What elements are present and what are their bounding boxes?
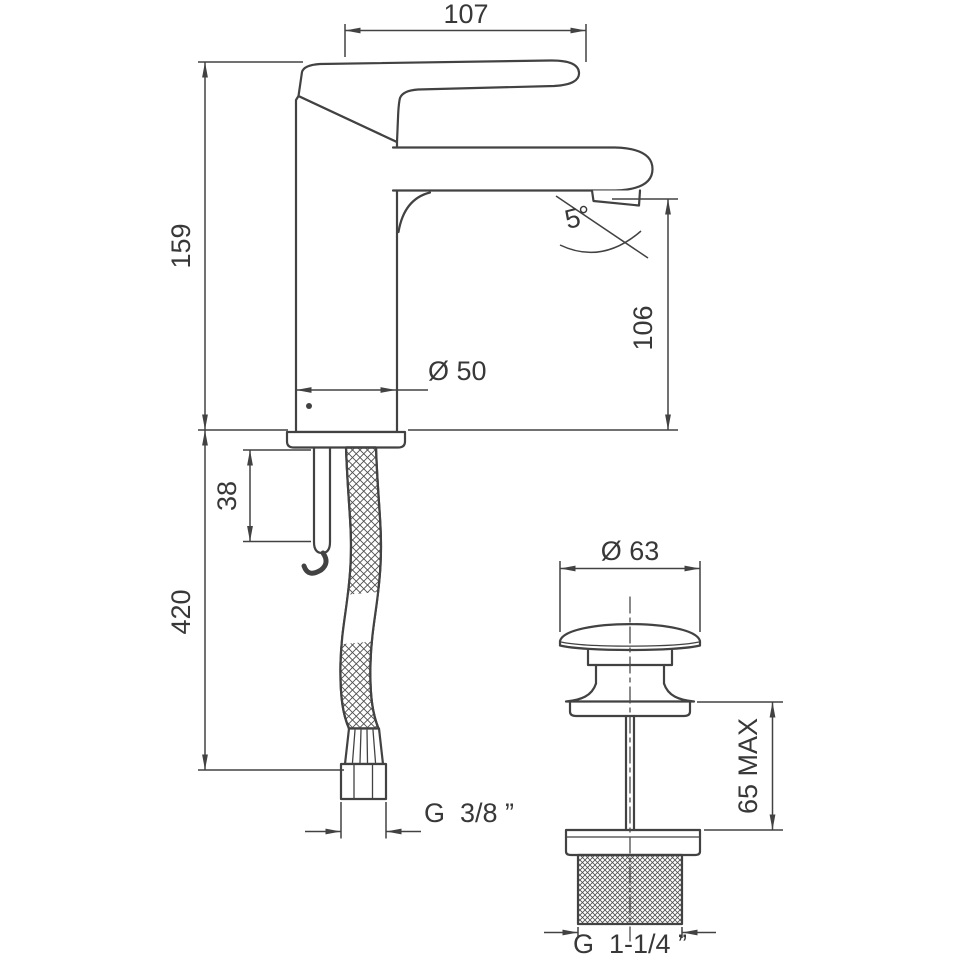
dim-d63-label: Ø 63 — [601, 536, 660, 566]
dim-d63-extension-lines — [559, 561, 701, 632]
dim-max-deck-thickness: 65 MAX — [697, 701, 783, 831]
dim-hose-connection: G 3/8 ” — [305, 798, 514, 839]
hose-nut-facets — [353, 763, 374, 800]
waste-neck — [594, 663, 666, 685]
faucet-view — [285, 59, 654, 801]
dim-5deg-label: 5° — [562, 200, 594, 235]
dim-107-extension-lines — [344, 24, 587, 62]
dim-body-height: 159 — [166, 61, 303, 431]
spout-body-fillet — [397, 191, 432, 234]
flex-hose — [339, 446, 383, 730]
dim-shank-length: 38 — [212, 449, 311, 543]
waste-cap-rim — [560, 641, 700, 647]
shank-hook — [301, 550, 329, 576]
dim-cap-diameter: Ø 63 — [559, 536, 701, 632]
dim-38-extension-lines — [243, 449, 311, 543]
dim-5deg-arc — [559, 230, 642, 254]
base-flange — [285, 430, 407, 449]
dim-65-extension-lines — [697, 701, 783, 831]
dimension-annotations: 107 159 420 38 Ø 50 5° — [166, 0, 783, 959]
dim-outlet-height: 106 — [408, 198, 678, 431]
ferrule-ribs — [351, 729, 377, 764]
hose-nut — [339, 762, 388, 801]
waste-view — [558, 596, 702, 942]
dim-107-label: 107 — [443, 0, 488, 29]
dim-159-label: 159 — [166, 223, 196, 268]
dim-g38-extension-lines — [340, 802, 387, 839]
dim-420-label: 420 — [166, 589, 196, 634]
dim-38-label: 38 — [212, 481, 242, 511]
dim-base-diameter: Ø 50 — [296, 356, 487, 393]
dim-65-label: 65 MAX — [733, 718, 763, 814]
waste-lift-rod — [624, 714, 636, 832]
set-screw — [306, 403, 312, 409]
dim-hose-length: 420 — [166, 430, 344, 771]
waste-lock-flange — [564, 828, 702, 857]
dim-159-extension-lines — [198, 61, 303, 431]
dim-g114-label: G 1-1/4 ” — [573, 929, 687, 959]
dim-spout-reach: 107 — [344, 0, 587, 62]
handle-lever — [297, 59, 581, 144]
dim-d50-label: Ø 50 — [428, 356, 487, 386]
dim-g38-label: G 3/8 ” — [424, 798, 514, 828]
faucet-body — [294, 94, 399, 434]
aerator-outlet — [590, 189, 642, 207]
hose-sheen — [340, 591, 382, 645]
dim-waste-connection: G 1-1/4 ” — [544, 927, 716, 959]
dim-106-label: 106 — [628, 305, 658, 350]
dim-5deg-ray — [555, 195, 649, 259]
spout — [391, 146, 654, 192]
mounting-shank — [312, 446, 332, 555]
hose-ferrule — [343, 727, 385, 766]
waste-deck-flange — [568, 700, 692, 718]
